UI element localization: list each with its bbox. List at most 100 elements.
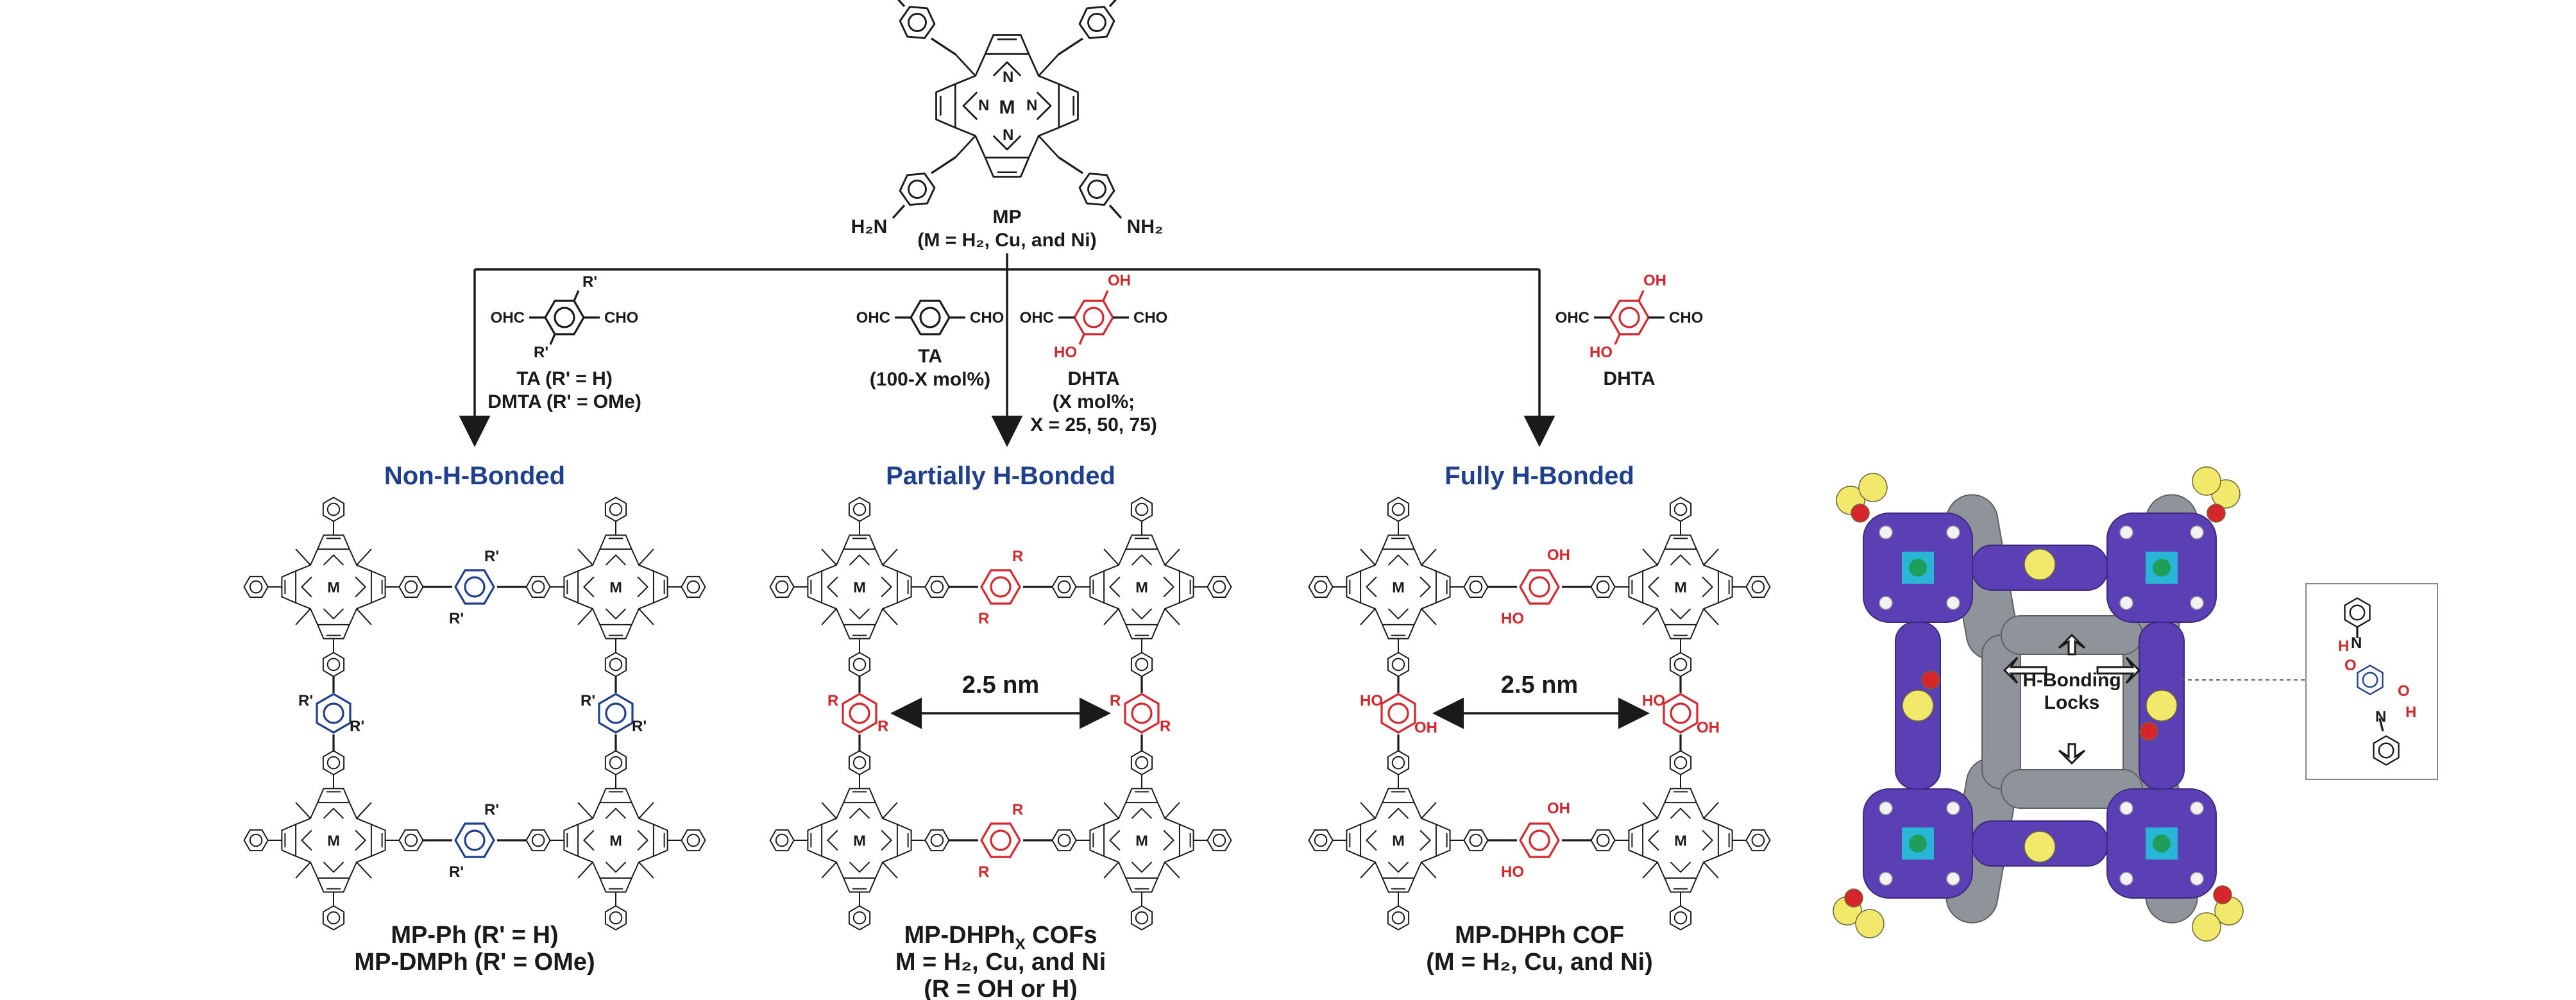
model-label-h-bonding: H-Bonding	[2022, 670, 2121, 691]
header-partially-h-bonded: Partially H-Bonded	[886, 462, 1115, 490]
left-rprime-7: R'	[580, 692, 595, 709]
mid-dhta-caption1: DHTA	[1067, 368, 1119, 389]
mid-tl-metal: M	[853, 579, 866, 596]
right-ho-1: HO	[1501, 610, 1524, 627]
left-caption2: MP-DMPh (R' = OMe)	[354, 949, 595, 976]
left-tr-metal: M	[609, 579, 622, 596]
mid-r-6: R	[877, 718, 888, 735]
mp-name: MP	[993, 207, 1022, 228]
ta-sub-bottom: R'	[534, 344, 548, 361]
right-oh-4: OH	[1697, 719, 1720, 736]
mp-n-bottom: N	[1003, 126, 1013, 144]
mid-tr-metal: M	[1135, 579, 1148, 596]
mid-ta-caption1: TA	[918, 346, 942, 367]
left-tl-metal: M	[327, 579, 340, 596]
left-rprime-8: R'	[632, 718, 647, 735]
reagent-left-caption2: DMTA (R' = OMe)	[487, 391, 641, 412]
mp-arm-tr	[1058, 0, 1121, 56]
mid-dhta-caption2: (X mol%;	[1053, 391, 1135, 412]
mid-ta-caption2: (100-X mol%)	[870, 369, 990, 390]
left-rprime-6: R'	[350, 718, 364, 735]
framework-partially-h-bonded: M M M M R R R R R R R R 2	[770, 498, 1232, 930]
right-dhta-oh: OH	[1643, 272, 1666, 289]
reagent-ta-dmta: OHC CHO R' R'	[491, 273, 639, 361]
mp-n-right: N	[1026, 97, 1037, 114]
mp-amine-br: NH₂	[1127, 216, 1164, 237]
mid-bl-metal: M	[853, 833, 866, 849]
mp-metal-label: M	[999, 97, 1015, 118]
left-caption1: MP-Ph (R' = H)	[391, 922, 558, 949]
framework-fully-h-bonded: M M M M OH HO OH HO HO OH HO OH	[1309, 498, 1770, 930]
mp-arm-tl	[894, 0, 956, 56]
right-oh-2: OH	[1547, 800, 1570, 817]
left-rprime-4: R'	[449, 863, 464, 881]
model-label-locks: Locks	[2044, 692, 2100, 713]
mid-dhta-oh: OH	[1108, 272, 1131, 289]
reagent-dhta-right: OHC CHO OH HO	[1555, 272, 1704, 361]
model-substituents	[1833, 466, 2244, 942]
reaction-arrows	[459, 253, 1555, 447]
inset-o-bottom: O	[2398, 682, 2410, 700]
right-ho-2: HO	[1501, 863, 1524, 881]
right-dhta-cho: CHO	[1669, 309, 1703, 326]
inset-box	[2305, 583, 2438, 780]
mid-r-5: R	[827, 692, 838, 709]
mid-dhta-ho: HO	[1054, 344, 1077, 361]
mp-metals: (M = H₂, Cu, and Ni)	[917, 230, 1096, 251]
reagent-ta: OHC CHO	[856, 300, 1004, 335]
model-hydrogens	[1879, 525, 2204, 886]
left-rprime-3: R'	[484, 801, 499, 818]
mid-br-metal: M	[1135, 833, 1148, 849]
inset-linker-structure: N N O O H H	[2338, 597, 2416, 766]
left-rprime-1: R'	[484, 548, 499, 565]
mid-pore-size: 2.5 nm	[962, 672, 1039, 699]
mid-r-8: R	[1160, 718, 1171, 735]
mid-ta-ohc: OHC	[856, 309, 890, 326]
inset-h-bottom: H	[2405, 704, 2416, 721]
left-br-metal: M	[609, 833, 622, 849]
right-dhta-caption1: DHTA	[1603, 368, 1655, 389]
mp-monomer-structure: M H₂N NH₂ H₂N NH₂	[851, 0, 1164, 237]
right-caption2: (M = H₂, Cu, and Ni)	[1426, 949, 1653, 976]
mid-r-1: R	[1012, 548, 1023, 565]
model-lock-arrows	[2003, 633, 2141, 765]
left-rprime-2: R'	[449, 610, 464, 627]
ta-ohc: OHC	[491, 309, 525, 326]
mid-dhta-cho: CHO	[1133, 309, 1167, 326]
right-ho-4: HO	[1642, 692, 1665, 709]
inset-o-top: O	[2344, 657, 2357, 674]
mp-amine-bl: H₂N	[851, 216, 888, 237]
right-ho-3: HO	[1360, 692, 1383, 709]
mid-r-2: R	[978, 610, 989, 627]
right-bl-metal: M	[1392, 833, 1405, 849]
header-fully-h-bonded: Fully H-Bonded	[1445, 462, 1634, 490]
framework-non-h-bonded: M M M M R' R' R' R' R' R' R'	[244, 498, 706, 930]
reagent-left-caption1: TA (R' = H)	[516, 368, 613, 389]
ta-sub-top: R'	[582, 273, 597, 291]
mp-n-left: N	[978, 97, 989, 114]
mid-caption3: (R = OH or H)	[924, 976, 1078, 1000]
header-non-h-bonded: Non-H-Bonded	[384, 462, 565, 490]
right-dhta-ho: HO	[1589, 344, 1613, 361]
mid-caption2: M = H₂, Cu, and Ni	[895, 949, 1106, 976]
mid-r-4: R	[978, 863, 989, 881]
space-filling-model: H-Bonding Locks	[1833, 466, 2244, 942]
right-caption1: MP-DHPh COF	[1455, 922, 1624, 949]
right-br-metal: M	[1674, 833, 1687, 849]
ta-cho: CHO	[604, 309, 638, 326]
right-tl-metal: M	[1392, 579, 1405, 596]
reagent-dhta-mid: OHC CHO OH HO	[1020, 272, 1168, 361]
right-dhta-ohc: OHC	[1555, 309, 1589, 326]
left-bl-metal: M	[327, 833, 340, 849]
inset-n-bottom: N	[2375, 708, 2386, 725]
mid-caption1: MP-DHPhX COFs	[904, 922, 1097, 953]
right-pore-size: 2.5 nm	[1501, 672, 1578, 699]
mp-arm-br	[1058, 156, 1123, 219]
right-tr-metal: M	[1674, 579, 1687, 596]
inset-n-top: N	[2351, 634, 2362, 652]
mid-r-7: R	[1110, 692, 1121, 709]
left-rprime-5: R'	[298, 692, 313, 709]
mp-arm-bl	[892, 156, 956, 219]
inset-h-top: H	[2338, 638, 2349, 655]
